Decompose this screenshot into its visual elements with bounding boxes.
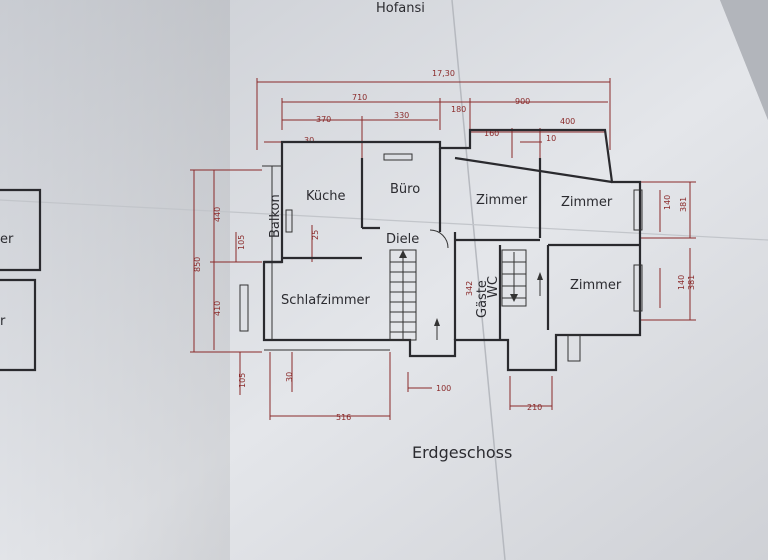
dim-410: 410	[213, 301, 222, 316]
dim-210: 210	[527, 403, 542, 412]
header-fragment: Hofansi	[376, 1, 425, 16]
left-fragment-top: er	[0, 232, 14, 247]
paper-fold-vertical	[451, 0, 506, 560]
paper-corner	[720, 0, 768, 120]
room-label-diele: Diele	[386, 232, 419, 247]
dimension-lines-left: 850 440 410 105 105 25 30	[190, 169, 320, 395]
dim-160: 160	[484, 129, 499, 138]
room-label-wc: WC	[486, 276, 501, 298]
room-label-zimmer-2: Zimmer	[561, 195, 613, 210]
dim-850: 850	[193, 257, 202, 272]
dim-105-upper: 105	[237, 235, 246, 250]
room-label-gaeste: Gäste	[475, 280, 490, 318]
direction-arrows	[434, 272, 543, 340]
dim-400: 400	[560, 117, 575, 126]
dim-330: 330	[394, 111, 409, 120]
dim-10: 10	[546, 134, 556, 143]
dim-30-top: 30	[304, 136, 314, 145]
dim-900: 900	[515, 97, 530, 106]
plan-title: Erdgeschoss	[412, 443, 512, 462]
dim-370: 370	[316, 115, 331, 124]
building-walls	[239, 128, 643, 372]
dim-381-lower: 381	[687, 275, 696, 290]
room-label-zimmer-3: Zimmer	[570, 278, 622, 293]
room-label-buero: Büro	[390, 182, 420, 197]
room-label-balkon: Balkon	[268, 194, 283, 238]
dim-30-bottom: 30	[285, 372, 294, 382]
dim-total: 17,30	[432, 69, 455, 78]
dimension-lines-top: 17,30 710 180 900 370 330 160 400 30 10	[256, 69, 611, 160]
dim-100: 100	[436, 384, 451, 393]
dimension-lines-bottom: 516 100 210	[269, 352, 553, 422]
paper-shadow-left	[0, 0, 230, 560]
dim-516: 516	[336, 413, 351, 422]
room-label-zimmer-1: Zimmer	[476, 193, 528, 208]
dim-25: 25	[311, 230, 320, 240]
left-partial-plan: er r	[0, 188, 42, 372]
dim-105-lower: 105	[238, 373, 247, 388]
dim-710: 710	[352, 93, 367, 102]
dim-180: 180	[451, 105, 466, 114]
dim-342: 342	[465, 281, 474, 296]
dim-140-upper: 140	[663, 195, 672, 210]
room-label-schlafzimmer: Schlafzimmer	[281, 293, 371, 308]
stairs	[389, 249, 527, 341]
dim-140-lower: 140	[677, 275, 686, 290]
dim-381-upper: 381	[679, 197, 688, 212]
room-label-kueche: Küche	[306, 189, 346, 204]
dimension-lines-right: 381 381 140 140	[640, 181, 696, 321]
dim-440: 440	[213, 207, 222, 222]
left-fragment-bottom: r	[0, 314, 6, 329]
